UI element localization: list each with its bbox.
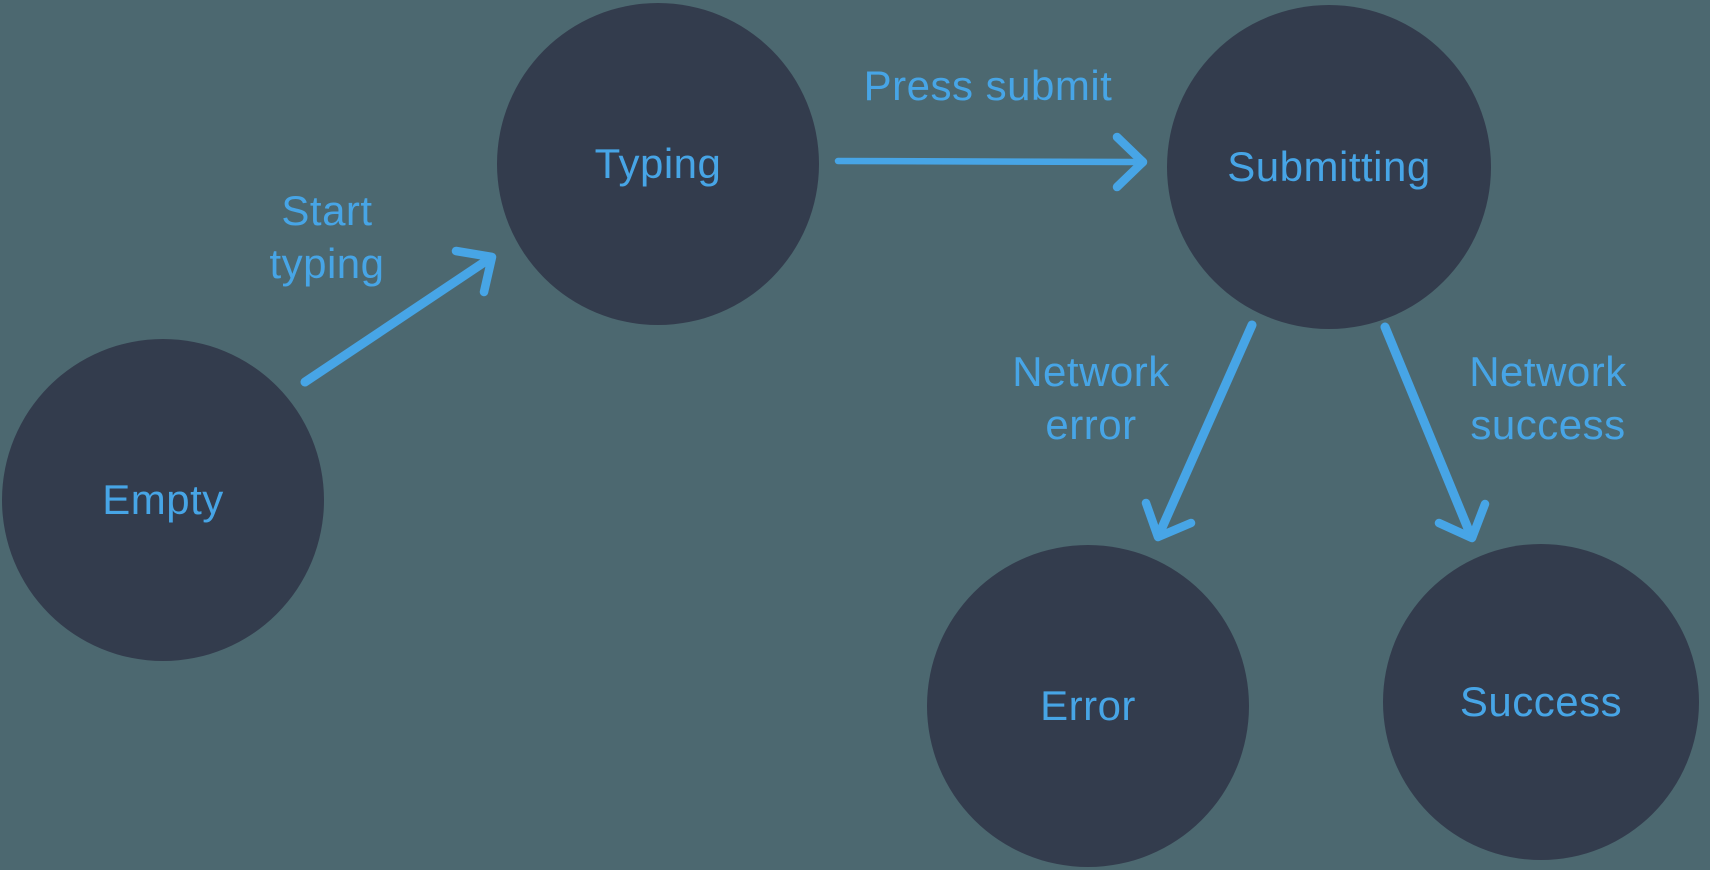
state-node-submitting: Submitting [1167, 5, 1491, 329]
arrow-press-submit [834, 132, 1148, 192]
edge-label-network-error: Network error [951, 345, 1231, 451]
state-node-error: Error [927, 545, 1249, 867]
state-node-submitting-label: Submitting [1227, 143, 1431, 190]
arrow-network-error [1141, 320, 1257, 542]
state-node-error-label: Error [1040, 682, 1136, 729]
state-node-empty: Empty [2, 339, 324, 661]
edge-label-network-error-line2: error [1045, 401, 1137, 448]
state-node-empty-label: Empty [102, 476, 224, 523]
edge-label-start-typing-line2: typing [269, 240, 385, 287]
state-node-typing: Typing [497, 3, 819, 325]
edge-label-network-success-line2: success [1470, 401, 1626, 448]
edge-label-network-success-line1: Network [1469, 348, 1627, 395]
edge-label-start-typing-line1: Start [281, 187, 373, 234]
edge-label-network-error-line1: Network [1012, 348, 1170, 395]
state-node-typing-label: Typing [594, 140, 722, 187]
edge-label-start-typing: Start typing [187, 184, 467, 290]
edge-label-press-submit-line1: Press submit [863, 62, 1113, 109]
state-node-success: Success [1383, 544, 1699, 860]
arrow-network-success [1380, 322, 1490, 543]
state-node-success-label: Success [1459, 678, 1623, 725]
edge-label-press-submit: Press submit [813, 64, 1163, 108]
arrow-start-typing [300, 246, 497, 387]
edge-label-network-success: Network success [1408, 345, 1688, 451]
